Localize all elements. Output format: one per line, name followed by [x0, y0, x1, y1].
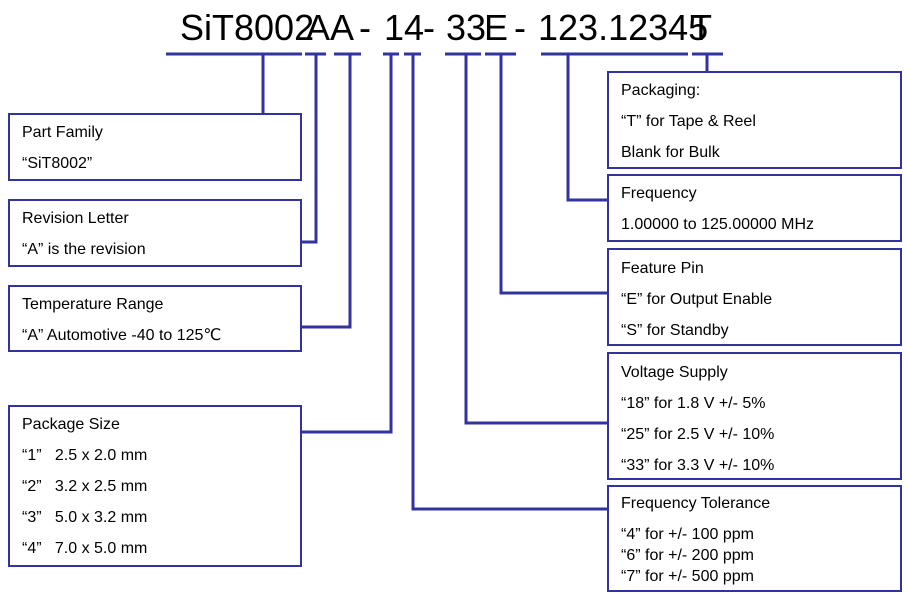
voltage-supply-title: Voltage Supply	[621, 364, 728, 381]
revision-letter-value: “A” is the revision	[22, 241, 146, 258]
frequency-tolerance-title: Frequency Tolerance	[621, 495, 771, 512]
pn-feature-pin: E	[484, 7, 509, 48]
connector-frequency-tolerance	[411, 54, 607, 511]
part-family-value: “SiT8002”	[22, 155, 93, 172]
frequency-title: Frequency	[621, 185, 697, 202]
pn-packaging: T	[690, 7, 712, 48]
package-size-title: Package Size	[22, 416, 120, 433]
revision-letter-box: Revision Letter “A” is the revision	[8, 199, 302, 267]
frequency-tolerance-box: Frequency Tolerance “4” for +/- 100 ppm …	[607, 485, 902, 592]
pn-family: SiT8002	[180, 7, 315, 48]
pn-separator: -	[359, 7, 371, 48]
pn-frequency: 123.12345	[538, 7, 709, 48]
voltage-supply-option: “18” for 1.8 V +/- 5%	[621, 395, 766, 412]
pn-package-size: 14	[384, 7, 425, 48]
part-family-title: Part Family	[22, 124, 103, 141]
package-size-option: “3” 5.0 x 3.2 mm	[22, 509, 148, 526]
pn-revision: A	[306, 7, 331, 48]
temperature-range-value: “A” Automotive -40 to 125℃	[22, 327, 222, 344]
voltage-supply-option: “33” for 3.3 V +/- 10%	[621, 457, 775, 474]
temperature-range-title: Temperature Range	[22, 296, 164, 313]
connector-feature-pin	[499, 54, 607, 295]
frequency-tolerance-option: “6” for +/- 200 ppm	[621, 547, 754, 564]
frequency-tolerance-option: “4” for +/- 100 ppm	[621, 526, 754, 543]
package-size-option: “2” 3.2 x 2.5 mm	[22, 478, 148, 495]
pn-separator: -	[514, 7, 526, 48]
package-size-box: Package Size “1” 2.5 x 2.0 mm “2” 3.2 x …	[8, 405, 302, 567]
pn-voltage: 33	[446, 7, 487, 48]
connector-revision	[301, 54, 318, 244]
connector-frequency	[566, 54, 607, 202]
packaging-box: Packaging: “T” for Tape & Reel Blank for…	[607, 71, 902, 169]
frequency-tolerance-option: “7” for +/- 500 ppm	[621, 568, 754, 585]
part-family-box: Part Family “SiT8002”	[8, 113, 302, 181]
packaging-option: “T” for Tape & Reel	[621, 113, 756, 130]
connector-voltage	[464, 54, 607, 425]
part-number: SiT8002 A A - 14 - 33 E - 123.12345 T	[170, 6, 730, 50]
packaging-title: Packaging:	[621, 82, 701, 99]
pn-separator: -	[423, 7, 435, 48]
feature-pin-option: “S” for Standby	[621, 322, 729, 339]
pn-temperature: A	[330, 7, 355, 48]
feature-pin-box: Feature Pin “E” for Output Enable “S” fo…	[607, 248, 902, 346]
revision-letter-title: Revision Letter	[22, 210, 129, 227]
voltage-supply-box: Voltage Supply “18” for 1.8 V +/- 5% “25…	[607, 352, 902, 480]
frequency-box: Frequency 1.00000 to 125.00000 MHz	[607, 174, 902, 242]
frequency-range: 1.00000 to 125.00000 MHz	[621, 216, 815, 233]
package-size-option: “1” 2.5 x 2.0 mm	[22, 447, 148, 464]
connector-temperature	[301, 54, 352, 329]
feature-pin-option: “E” for Output Enable	[621, 291, 773, 308]
packaging-option: Blank for Bulk	[621, 144, 720, 161]
package-size-option: “4” 7.0 x 5.0 mm	[22, 540, 148, 557]
temperature-range-box: Temperature Range “A” Automotive -40 to …	[8, 285, 302, 352]
voltage-supply-option: “25” for 2.5 V +/- 10%	[621, 426, 775, 443]
connector-package-size	[301, 54, 393, 434]
feature-pin-title: Feature Pin	[621, 260, 704, 277]
